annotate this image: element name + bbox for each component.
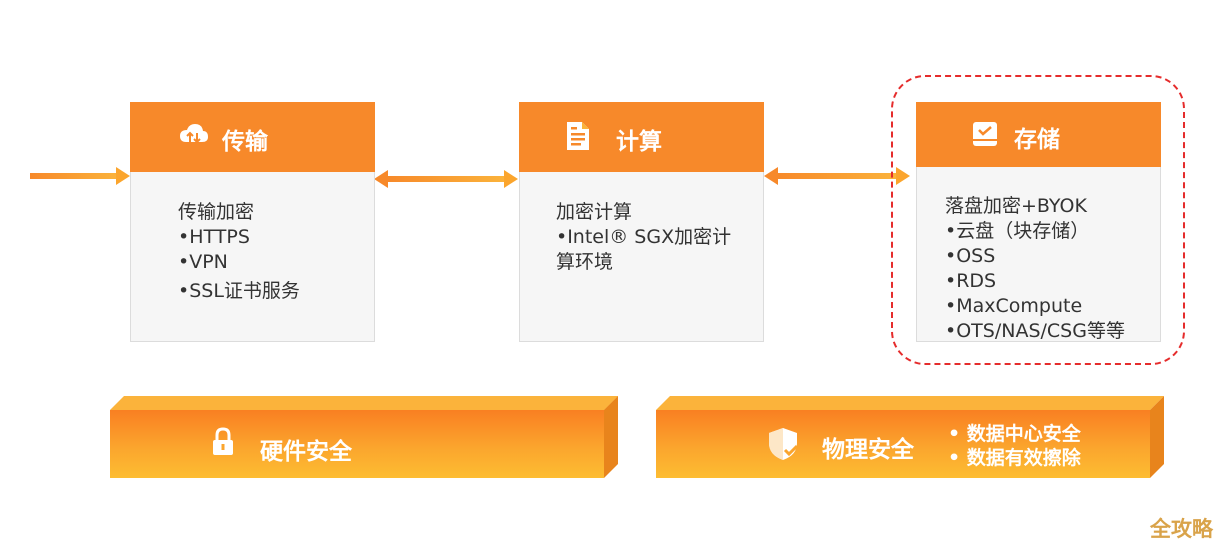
storage-line-1: 落盘加密+BYOK [945,195,1087,217]
compute-card-text: 加密计算 •Intel® SGX加密计 算环境 [556,200,731,275]
physical-bar-bevel [656,396,1164,478]
physical-security-bar: 物理安全 • 数据中心安全 • 数据有效擦除 [656,396,1164,478]
transmit-line-2: •HTTPS [178,226,250,248]
transmit-line-1: 传输加密 [178,201,255,223]
storage-line-5: •MaxCompute [945,295,1083,317]
storage-line-4: •RDS [945,270,997,292]
physical-bar-label: 物理安全 [822,437,914,463]
transmit-card: 传输 传输加密 •HTTPS •VPN •SSL证书服务 [130,102,375,342]
storage-card-header: 存储 [916,102,1161,167]
storage-card-body: 落盘加密+BYOK •云盘（块存储） •OSS •RDS •MaxCompute… [916,167,1161,342]
storage-highlight-ring [891,75,1185,365]
storage-card-title: 存储 [1014,127,1060,153]
transmit-card-title: 传输 [222,129,268,155]
hardware-bar-front [110,410,604,478]
compute-line-3: 算环境 [556,251,614,273]
compute-card-header: 计算 [519,102,764,172]
double-arrow-compute-storage [764,167,910,185]
lock-icon [211,427,235,461]
physical-bar-front [656,410,1150,478]
physical-bullet-1: • 数据中心安全 [948,423,1081,445]
input-arrow [30,167,130,185]
compute-card-body: 加密计算 •Intel® SGX加密计 算环境 [519,172,764,342]
hardware-security-bar: 硬件安全 [110,396,618,478]
storage-line-6: •OTS/NAS/CSG等等 [945,320,1125,342]
compute-card-title: 计算 [616,129,662,155]
watermark-text: 全攻略 [1150,517,1213,541]
storage-card-text: 落盘加密+BYOK •云盘（块存储） •OSS •RDS •MaxCompute… [945,194,1125,344]
transmit-card-header: 传输 [130,102,375,172]
storage-card: 存储 落盘加密+BYOK •云盘（块存储） •OSS •RDS •MaxComp… [916,102,1161,342]
compute-card: 计算 加密计算 •Intel® SGX加密计 算环境 [519,102,764,342]
hardware-bar-bevel [110,396,618,478]
transmit-card-body: 传输加密 •HTTPS •VPN •SSL证书服务 [130,172,375,342]
physical-bar-bullets: • 数据中心安全 • 数据有效擦除 [948,422,1081,470]
double-arrow-transmit-compute [374,170,518,188]
storage-drive-icon [970,119,1000,153]
cloud-transfer-icon [178,120,210,156]
document-icon [565,120,591,156]
shield-check-icon [766,426,800,466]
physical-bullet-2: • 数据有效擦除 [948,447,1081,469]
hardware-bar-label: 硬件安全 [260,439,352,465]
storage-line-2: •云盘（块存储） [945,220,1090,242]
transmit-line-3: •VPN [178,251,228,273]
transmit-card-text: 传输加密 •HTTPS •VPN •SSL证书服务 [178,200,300,304]
compute-line-1: 加密计算 [556,201,633,223]
transmit-line-4: •SSL证书服务 [178,280,300,302]
compute-line-2: •Intel® SGX加密计 [556,226,732,248]
storage-line-3: •OSS [945,245,996,267]
